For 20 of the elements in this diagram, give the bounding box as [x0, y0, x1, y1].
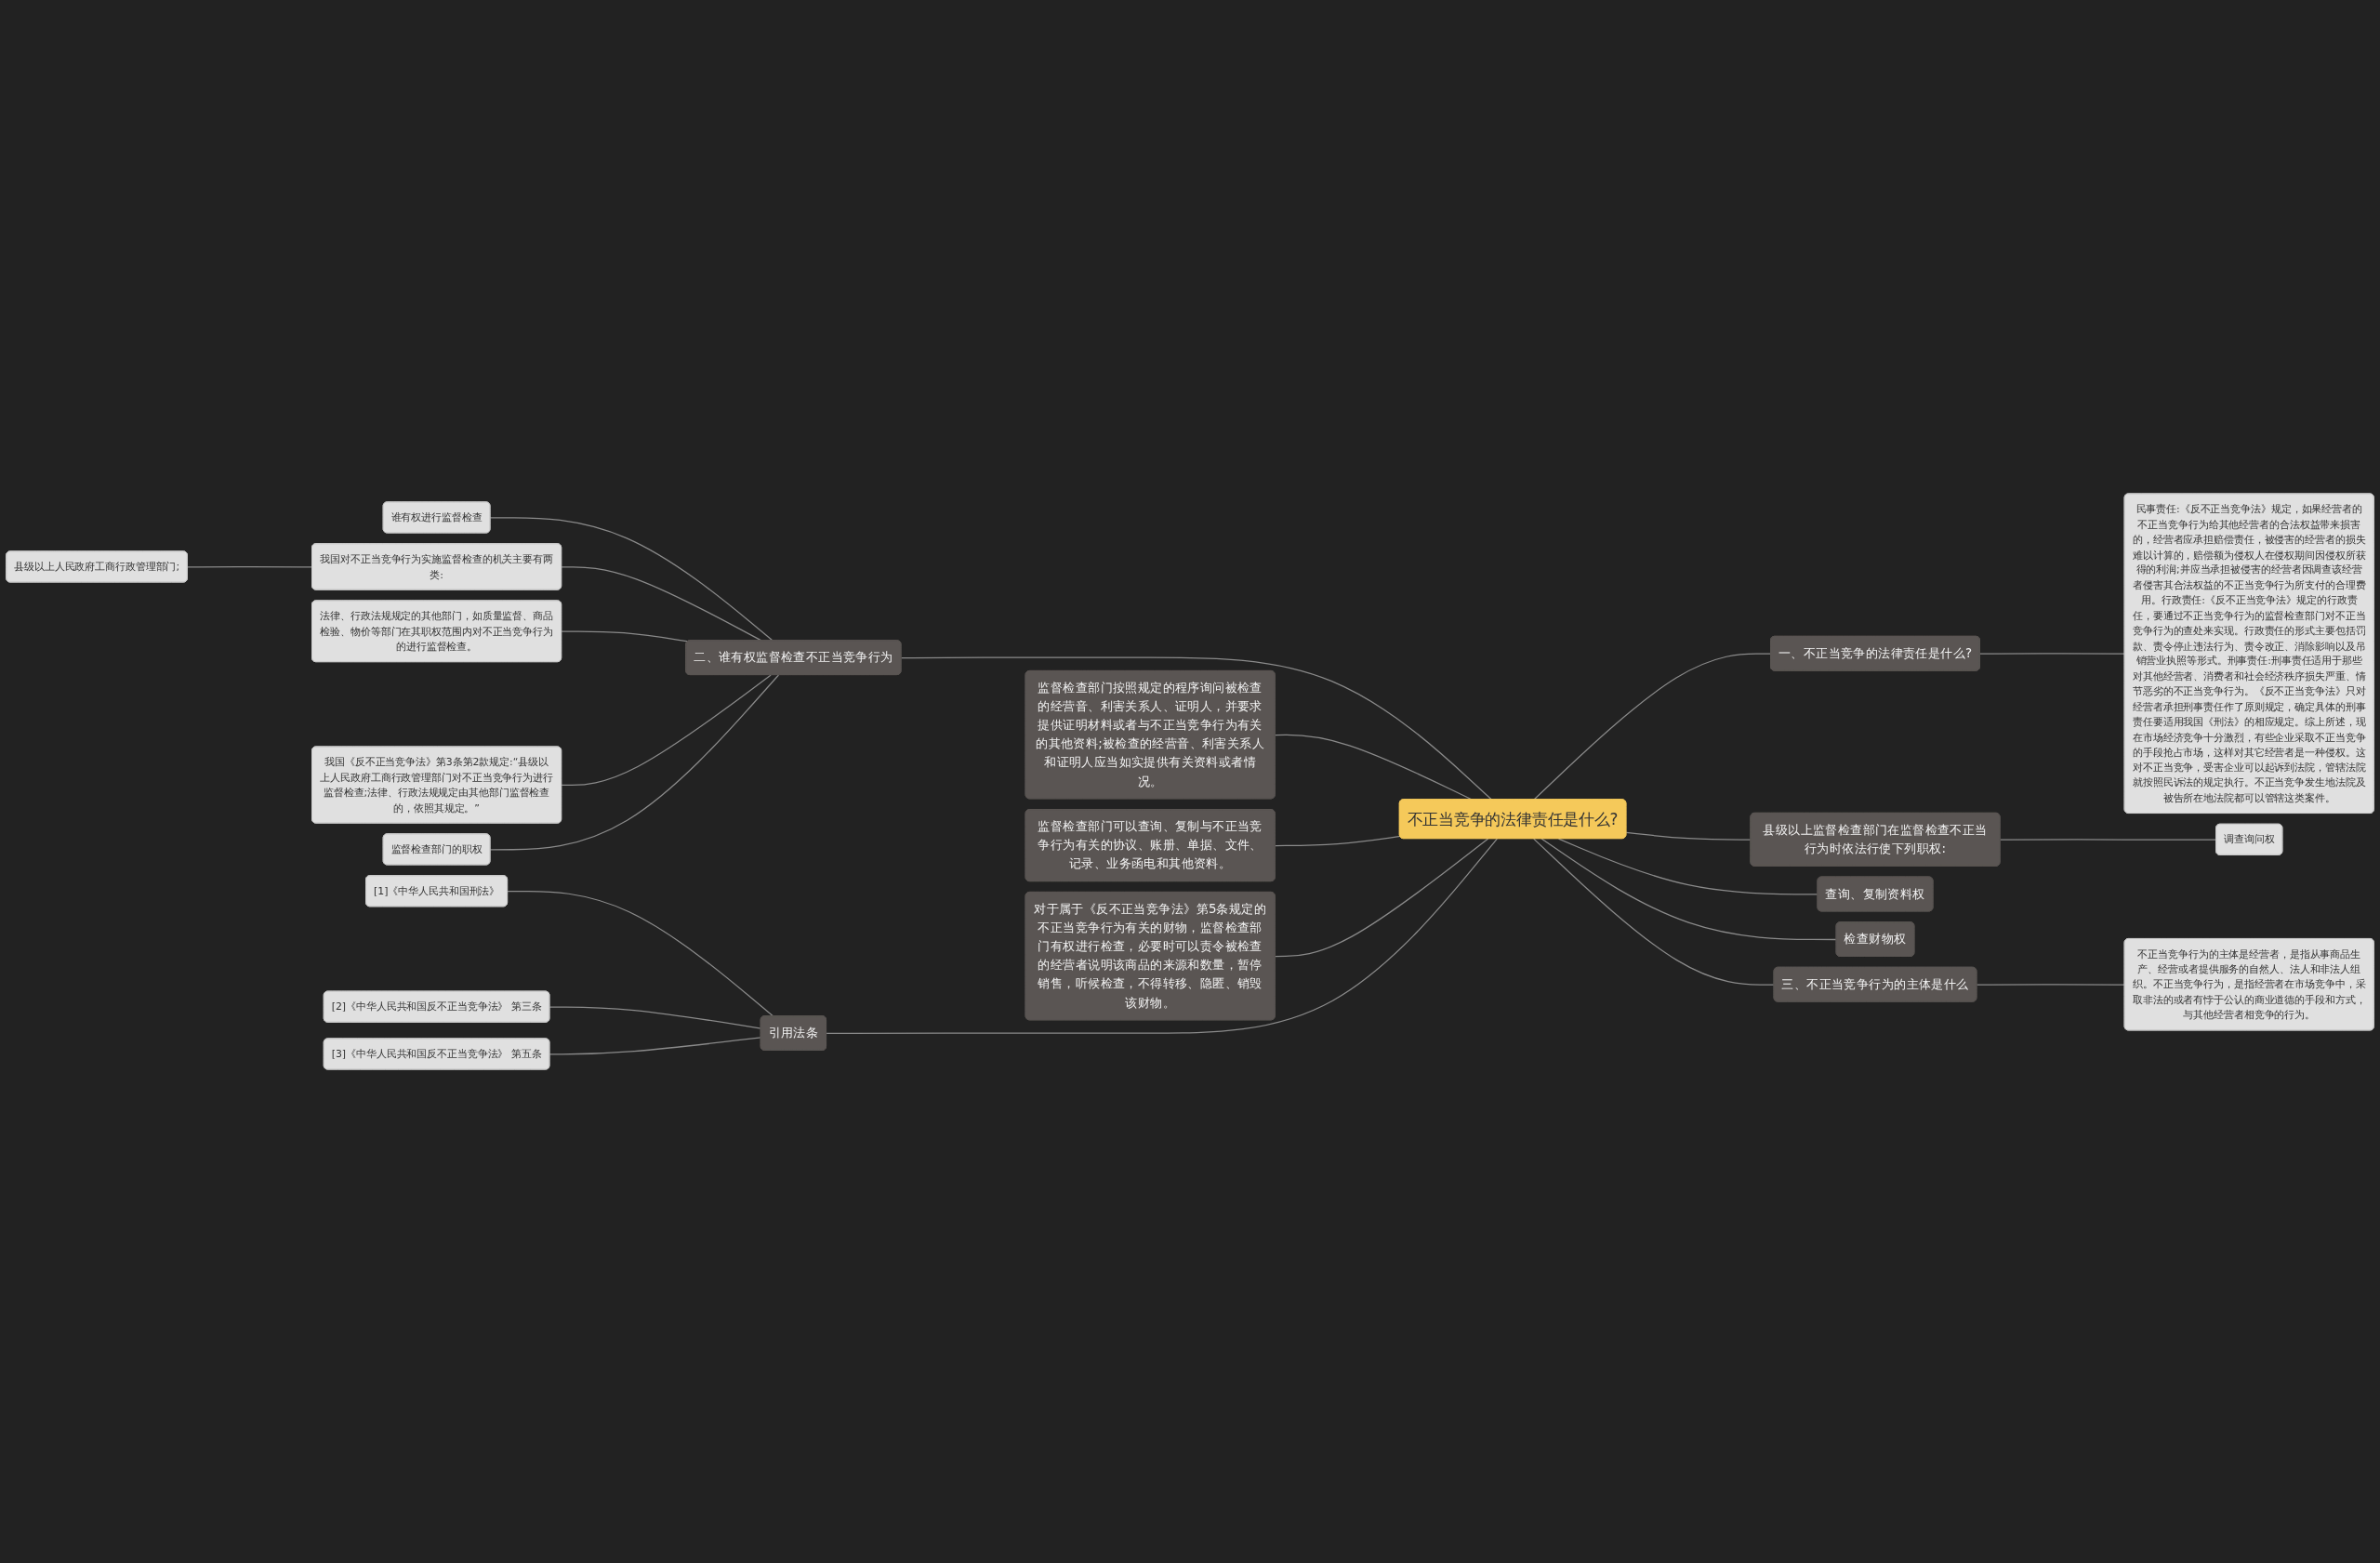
connector [1533, 838, 1776, 986]
connector [187, 565, 313, 568]
connector [1999, 839, 2217, 841]
connector [549, 1006, 762, 1029]
connector [1275, 835, 1401, 847]
connector [826, 838, 1498, 1035]
connector [507, 890, 774, 1017]
connector [561, 674, 772, 787]
connector [1533, 653, 1772, 801]
connector [549, 1037, 762, 1055]
connector [1979, 653, 2126, 655]
connector [489, 517, 774, 642]
connector [561, 566, 762, 642]
connector [900, 656, 1493, 801]
connector [1275, 838, 1489, 958]
connector [1540, 838, 1838, 941]
connector [1625, 831, 1752, 841]
connector [489, 674, 780, 851]
connector [1976, 984, 2126, 986]
connector [561, 630, 689, 642]
